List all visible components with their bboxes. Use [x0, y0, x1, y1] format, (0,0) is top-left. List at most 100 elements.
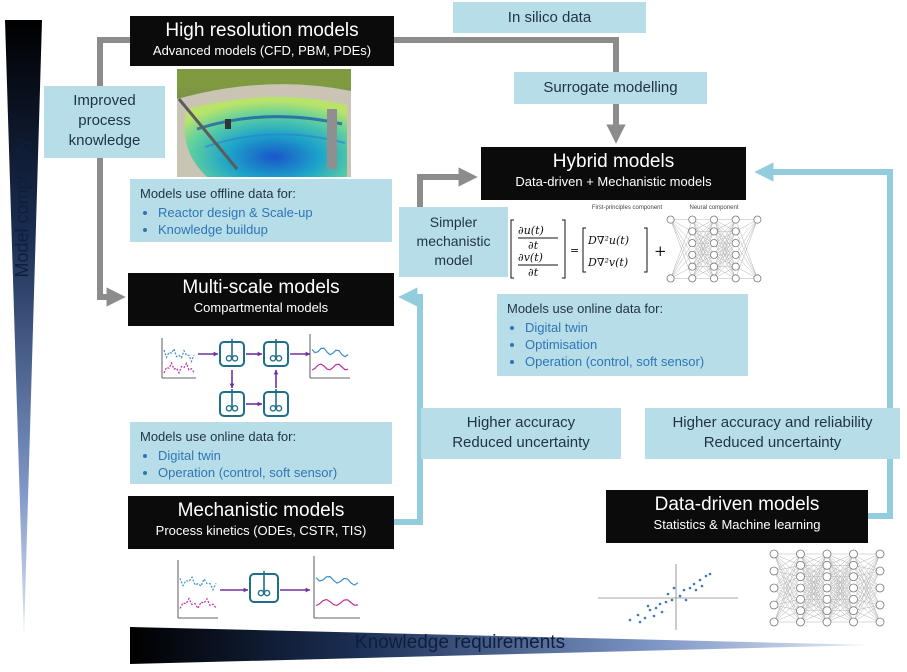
- info-hybrid-item: Optimisation: [525, 336, 738, 353]
- svg-text:=: =: [570, 244, 579, 257]
- nn-node: [849, 594, 858, 604]
- nn-edge: [853, 587, 881, 611]
- nn-node: [822, 583, 832, 593]
- svg-text:D∇²u(t): D∇²u(t): [587, 234, 629, 247]
- flow-arrowhead: [213, 351, 218, 357]
- compartmental-model-diagram: [161, 334, 350, 417]
- nn-node: [769, 549, 779, 559]
- nn-node: [769, 617, 779, 627]
- nn-edge: [853, 587, 881, 600]
- scatter-plot-image: [598, 564, 738, 630]
- complexity-wedge: [5, 20, 42, 635]
- nn-node: [731, 227, 740, 236]
- info-online-multiscale: Models use online data for: Digital twin…: [130, 422, 392, 484]
- scatter-point: [666, 592, 670, 596]
- nn-edge: [713, 219, 736, 279]
- first-principles-caption: First-principles component: [591, 205, 663, 211]
- cfd-reactor-image: [177, 69, 351, 177]
- nn-edge: [713, 219, 736, 244]
- simpler-mechanistic-model-label: Simpler mechanistic model: [399, 207, 508, 277]
- scatter-point: [648, 608, 652, 612]
- nn-edge: [826, 553, 854, 566]
- multi-scale-subtitle: Compartmental models: [193, 300, 329, 315]
- nn-node: [849, 606, 858, 616]
- nn-node: [710, 262, 719, 271]
- higher-reliability-line: Reduced uncertainty: [703, 434, 842, 451]
- nn-edge: [826, 576, 854, 623]
- nn-edge: [773, 604, 801, 623]
- svg-text:∂t: ∂t: [528, 239, 539, 252]
- arrow-high-to-multiscale: [97, 37, 130, 307]
- scatter-point: [652, 614, 656, 618]
- nn-edge: [853, 587, 881, 623]
- info-multiscale-list: Digital twin Operation (control, soft se…: [140, 447, 382, 481]
- plot-series-blue: [311, 347, 349, 358]
- nn-node: [822, 606, 832, 616]
- nn-edge: [826, 610, 854, 623]
- in-silico-data-label: In silico data: [453, 2, 646, 33]
- nn-node: [688, 239, 697, 248]
- scatter-point: [636, 613, 640, 617]
- nn-node: [688, 227, 697, 236]
- scatter-point: [682, 588, 686, 592]
- nn-edge: [853, 599, 881, 623]
- nn-node: [849, 617, 858, 627]
- nn-edge: [853, 553, 881, 623]
- nn-node: [875, 617, 885, 627]
- scatter-point: [700, 584, 704, 588]
- info-offline-data: Models use offline data for: Reactor des…: [130, 179, 392, 242]
- nn-edge: [853, 553, 881, 572]
- mechanistic-title: Mechanistic models: [177, 500, 345, 521]
- plot-series-blue: [163, 347, 195, 364]
- nn-edge: [853, 553, 881, 611]
- multi-scale-models-box: Multi-scale models Compartmental models: [128, 273, 394, 326]
- flow-arrowhead: [243, 587, 248, 593]
- nn-edge: [692, 266, 715, 279]
- nn-node: [731, 262, 740, 271]
- scatter-point: [704, 574, 708, 578]
- nn-node: [849, 549, 858, 559]
- improved-line: process: [78, 112, 131, 129]
- data-driven-models-box: Data-driven models Statistics & Machine …: [606, 490, 868, 543]
- nn-node: [710, 274, 719, 283]
- nn-edge: [670, 219, 693, 279]
- nn-edge: [713, 219, 736, 232]
- nn-node: [769, 600, 779, 610]
- hybrid-neural-network: [666, 215, 762, 283]
- nn-edge: [800, 610, 828, 623]
- knowledge-wedge: [130, 627, 870, 664]
- surrogate-modelling-label: Surrogate modelling: [514, 72, 707, 104]
- improved-line: Improved: [73, 92, 136, 109]
- nn-edge: [713, 219, 736, 267]
- nn-edge: [826, 553, 854, 577]
- nn-edge: [800, 553, 828, 600]
- nn-node: [710, 250, 719, 259]
- nn-edge: [773, 565, 801, 572]
- nn-edge: [692, 219, 715, 279]
- info-offline-list: Reactor design & Scale-up Knowledge buil…: [140, 204, 382, 238]
- scatter-point: [684, 598, 688, 602]
- nn-edge: [800, 599, 828, 623]
- reactor-impeller: [263, 589, 271, 597]
- reactor-impeller: [231, 355, 239, 362]
- nn-edge: [853, 604, 881, 623]
- higher-accuracy-line: Higher accuracy: [466, 414, 576, 431]
- nn-edge: [773, 576, 801, 589]
- higher-accuracy-reliability-label: Higher accuracy and reliability Reduced …: [645, 408, 900, 459]
- nn-node: [849, 583, 858, 593]
- scatter-point: [628, 618, 632, 622]
- info-multiscale-item: Digital twin: [158, 447, 382, 464]
- nn-node: [849, 572, 858, 582]
- nn-edge: [670, 231, 693, 279]
- nn-edge: [853, 553, 881, 566]
- nn-edge: [773, 553, 801, 572]
- nn-edge: [773, 604, 801, 611]
- flow-arrowhead: [305, 587, 310, 593]
- nn-node: [710, 239, 719, 248]
- neural-caption: Neural component: [689, 205, 739, 211]
- plot-series-magenta: [311, 363, 349, 371]
- scatter-point: [664, 600, 668, 604]
- nn-edge: [773, 610, 801, 623]
